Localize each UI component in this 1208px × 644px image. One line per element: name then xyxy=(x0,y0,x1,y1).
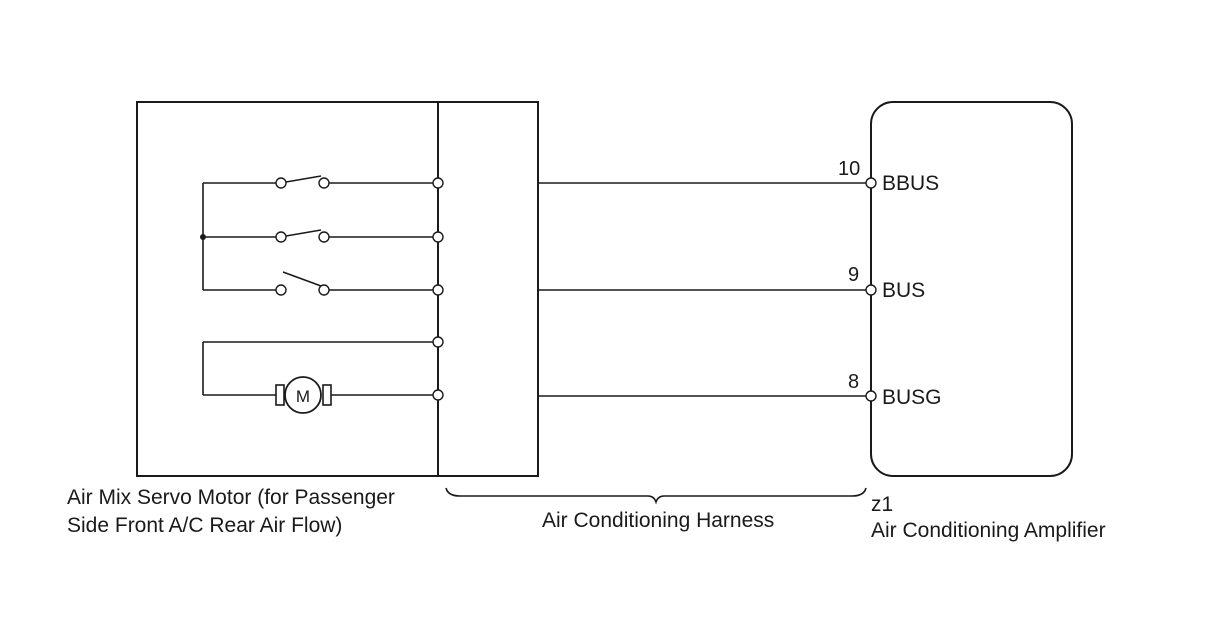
harness-bracket xyxy=(445,487,867,505)
motor-circuit: M xyxy=(202,341,433,414)
switch-1 xyxy=(203,175,433,189)
terminal-bbus-node xyxy=(865,177,877,189)
terminal-busg-node xyxy=(865,390,877,402)
terminal-name-bus: BUS xyxy=(882,279,926,302)
terminal-name-bbus: BBUS xyxy=(882,172,940,195)
switch-2 xyxy=(203,229,433,243)
amplifier-connector-id: z1 xyxy=(871,493,894,516)
servo-motor-label-line1: Air Mix Servo Motor (for Passenger xyxy=(67,486,395,509)
terminal-name-busg: BUSG xyxy=(882,386,942,409)
pin-number-bbus: 10 xyxy=(838,158,861,180)
motor-symbol: M xyxy=(296,387,310,406)
amplifier-label: Air Conditioning Amplifier xyxy=(871,519,1106,542)
servo-motor-box xyxy=(136,101,539,477)
motor-icon xyxy=(284,376,322,414)
pin-number-busg: 8 xyxy=(848,371,860,393)
servo-connector-terminals xyxy=(432,177,444,401)
harness-label: Air Conditioning Harness xyxy=(542,509,775,532)
servo-motor-label-line2: Side Front A/C Rear Air Flow) xyxy=(67,514,343,537)
pin-number-bus: 9 xyxy=(848,264,860,286)
switch-3 xyxy=(203,271,433,296)
terminal-bus-node xyxy=(865,284,877,296)
